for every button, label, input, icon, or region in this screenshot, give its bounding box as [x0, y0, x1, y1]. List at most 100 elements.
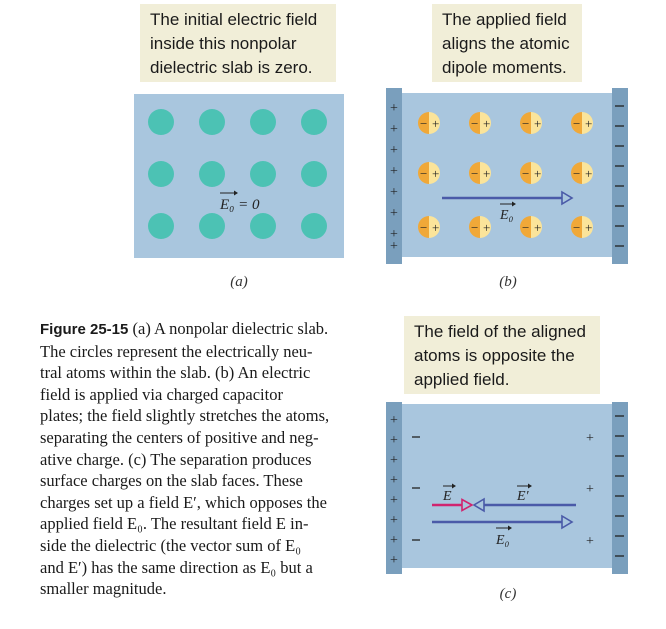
svg-text:−: −	[420, 166, 427, 181]
svg-text:+: +	[390, 533, 398, 548]
atom	[199, 109, 225, 135]
svg-text:+: +	[390, 433, 398, 448]
panel-a-label: (a)	[230, 274, 248, 290]
caption-line: field is applied via charged capacitor	[40, 384, 283, 404]
panel-a-diagram: E₀ = 0	[134, 94, 344, 258]
caption-line: charges set up a field E′, which opposes…	[40, 492, 327, 512]
caption-line: The circles represent the electrically n…	[40, 341, 313, 361]
dipole: −+	[571, 112, 593, 134]
plate-minus-signs	[615, 105, 624, 247]
plate-plus-signs: +++ +++ ++	[390, 101, 398, 254]
resultant-field-arrow	[432, 498, 474, 512]
panel-b-label: (b)	[499, 274, 517, 290]
svg-text:−: −	[471, 166, 478, 181]
applied-field-arrow	[432, 514, 574, 530]
callout-panel-b: The applied field aligns the atomic dipo…	[432, 4, 582, 82]
callout-c-line-2: atoms is opposite the	[414, 346, 575, 365]
panel-c-label: (c)	[499, 586, 517, 602]
positive-plate	[386, 402, 402, 574]
surface-charge-positive: +++	[586, 431, 594, 549]
svg-text:+: +	[390, 122, 398, 137]
plate-minus-signs	[615, 415, 624, 557]
plate-plus-signs: + + + + + + + +	[390, 413, 398, 568]
svg-text:+: +	[585, 116, 592, 131]
dipole: −+	[571, 216, 593, 238]
dipole: −+	[520, 216, 542, 238]
callout-a-line-2: inside this nonpolar	[150, 34, 297, 53]
svg-text:+: +	[586, 431, 594, 446]
svg-text:+: +	[534, 166, 541, 181]
callout-a-line-3: dielectric slab is zero.	[150, 58, 313, 77]
atom	[199, 161, 225, 187]
svg-text:+: +	[432, 116, 439, 131]
svg-text:+: +	[483, 116, 490, 131]
svg-text:+: +	[534, 220, 541, 235]
svg-text:+: +	[390, 473, 398, 488]
svg-text:+: +	[585, 220, 592, 235]
induced-field-arrow	[472, 497, 576, 513]
dipole: −+	[469, 162, 491, 184]
vector-arrow-head	[512, 201, 516, 207]
atom	[301, 213, 327, 239]
callout-panel-c: The field of the aligned atoms is opposi…	[404, 316, 600, 394]
svg-text:+: +	[586, 534, 594, 549]
atom	[301, 161, 327, 187]
e-label: E	[442, 489, 452, 504]
svg-text:+: +	[390, 101, 398, 116]
dipole: −+	[520, 112, 542, 134]
svg-text:−: −	[420, 116, 427, 131]
callout-b-line-2: aligns the atomic	[442, 34, 570, 53]
caption-line: surface charges on the slab faces. These	[40, 471, 303, 491]
atom-grid	[148, 109, 327, 239]
svg-text:−: −	[522, 220, 529, 235]
svg-text:+: +	[483, 220, 490, 235]
caption-line: plates; the field slightly stretches the…	[40, 406, 330, 426]
dielectric-slab	[402, 404, 612, 568]
e0-label: E₀	[495, 533, 510, 548]
atom	[148, 109, 174, 135]
vector-arrow-head	[452, 483, 456, 489]
caption-line: and E′) has the same direction as E₀ but…	[40, 557, 313, 577]
svg-text:+: +	[390, 493, 398, 508]
svg-text:+: +	[390, 143, 398, 158]
atom	[148, 213, 174, 239]
e0-zero-label: E₀ = 0	[219, 197, 260, 213]
svg-text:+: +	[390, 206, 398, 221]
vector-arrow-head	[528, 483, 532, 489]
atom	[301, 109, 327, 135]
svg-text:+: +	[390, 553, 398, 568]
e0-label: E₀	[499, 208, 514, 223]
e-prime-label: E′	[516, 489, 530, 504]
dipole: −+	[418, 162, 440, 184]
svg-text:+: +	[390, 164, 398, 179]
svg-text:−: −	[471, 220, 478, 235]
atom	[199, 213, 225, 239]
svg-text:−: −	[573, 116, 580, 131]
svg-text:+: +	[390, 453, 398, 468]
vector-arrow-head	[234, 190, 238, 196]
svg-text:+: +	[390, 239, 398, 254]
atom	[250, 213, 276, 239]
atom	[148, 161, 174, 187]
svg-text:+: +	[483, 166, 490, 181]
svg-text:+: +	[390, 513, 398, 528]
dipole: −+	[418, 216, 440, 238]
svg-text:+: +	[390, 413, 398, 428]
caption-line: side the dielectric (the vector sum of E…	[40, 535, 301, 555]
panel-c-diagram: + + + + + + + + + + + E E′ E₀	[386, 402, 628, 574]
atom	[250, 109, 276, 135]
svg-text:−: −	[420, 220, 427, 235]
caption-line-1: Figure 25-15 (a) A nonpolar dielectric s…	[40, 319, 329, 338]
dipole: −+	[469, 112, 491, 134]
callout-a-line-1: The initial electric field	[150, 10, 318, 29]
svg-text:−: −	[573, 166, 580, 181]
caption-line: smaller magnitude.	[40, 579, 167, 599]
svg-text:−: −	[471, 116, 478, 131]
callout-c-line-3: applied field.	[414, 370, 510, 389]
svg-text:+: +	[432, 166, 439, 181]
caption-line: applied field E₀. The resultant field E …	[40, 514, 309, 534]
dipole: −+	[520, 162, 542, 184]
callout-b-line-3: dipole moments.	[442, 58, 567, 77]
applied-field-arrow	[442, 190, 574, 206]
positive-plate	[386, 88, 402, 264]
